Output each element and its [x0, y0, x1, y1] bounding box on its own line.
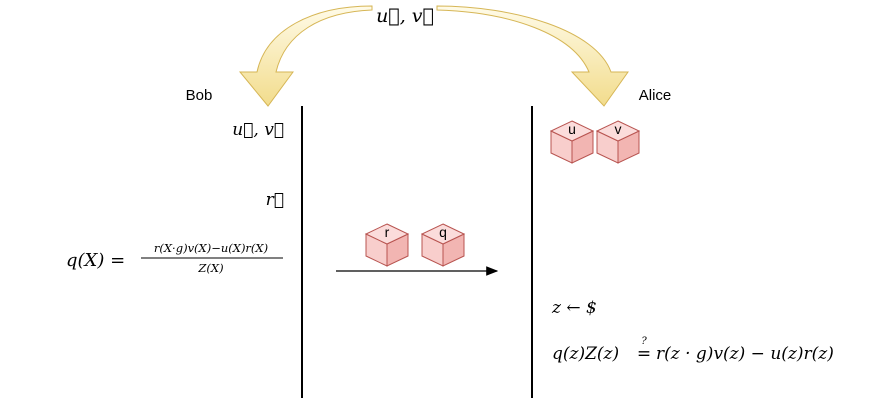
message-cube-q: q — [420, 223, 466, 267]
bob-label: Bob — [186, 87, 213, 104]
check-lhs: q(z)Z(z) — [552, 344, 619, 364]
cube-face — [364, 223, 410, 245]
alice-label: Alice — [639, 87, 672, 104]
bob-vectors-label: u⃗, v⃗ — [232, 120, 284, 140]
equation-lhs: q(X) = — [66, 250, 125, 271]
message-cube-label: r — [385, 224, 390, 240]
equation-numerator: r(X·g)v(X)−u(X)r(X) — [154, 241, 268, 255]
check-relation: = — [637, 344, 651, 364]
cube-face — [420, 223, 466, 245]
curved-arrow-to-alice — [436, 5, 629, 107]
cube-layer: u v r q — [364, 120, 641, 267]
bob-q-equation: q(X) = r(X·g)v(X)−u(X)r(X) Z(X) — [66, 241, 283, 275]
cube-face — [595, 120, 641, 142]
curved-arrow-to-bob — [238, 5, 373, 107]
check-rhs: r(z · g)v(z) − u(z)r(z) — [656, 344, 834, 364]
shared-vectors-label: u⃗, v⃗ — [376, 5, 434, 27]
alice-cube-u: u — [549, 120, 595, 164]
alice-verification-equation: q(z)Z(z) ? = r(z · g)v(z) − u(z)r(z) — [552, 336, 834, 364]
bob-r-vector-label: r⃗ — [266, 190, 284, 210]
message-cube-r: r — [364, 223, 410, 267]
cube-face — [549, 120, 595, 142]
alice-cube-label: u — [568, 121, 576, 137]
message-cube-label: q — [439, 224, 447, 240]
alice-cube-label: v — [615, 121, 622, 137]
check-question-mark: ? — [641, 336, 647, 347]
alice-sample-label: z ← $ — [551, 298, 597, 318]
equation-denominator: Z(X) — [197, 261, 223, 275]
alice-cube-v: v — [595, 120, 641, 164]
